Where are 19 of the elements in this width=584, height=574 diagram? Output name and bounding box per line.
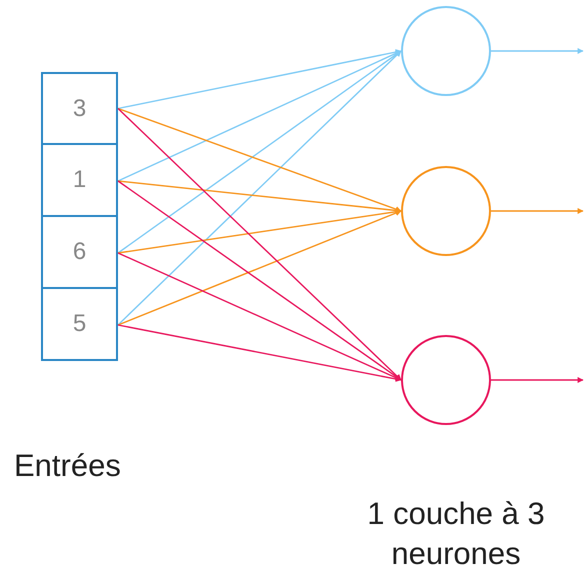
input-value: 5 — [72, 309, 86, 339]
arrow — [118, 108, 402, 212]
input-cell — [41, 215, 118, 289]
arrow — [491, 48, 584, 54]
arrow — [491, 208, 584, 214]
input-cell — [41, 143, 118, 217]
caption-text: 1 couche à 3 neurones — [366, 495, 546, 573]
input-value: 6 — [72, 237, 86, 267]
arrow — [491, 377, 584, 383]
input-value: 1 — [72, 165, 86, 195]
arrow — [118, 210, 402, 326]
arrow — [118, 49, 402, 110]
arrow — [118, 108, 402, 380]
input-value: 3 — [72, 94, 86, 124]
caption-text: Entrées — [14, 447, 121, 485]
input-cell — [41, 72, 118, 145]
arrow — [118, 50, 402, 326]
arrow — [118, 324, 402, 382]
input-cell — [41, 287, 118, 361]
